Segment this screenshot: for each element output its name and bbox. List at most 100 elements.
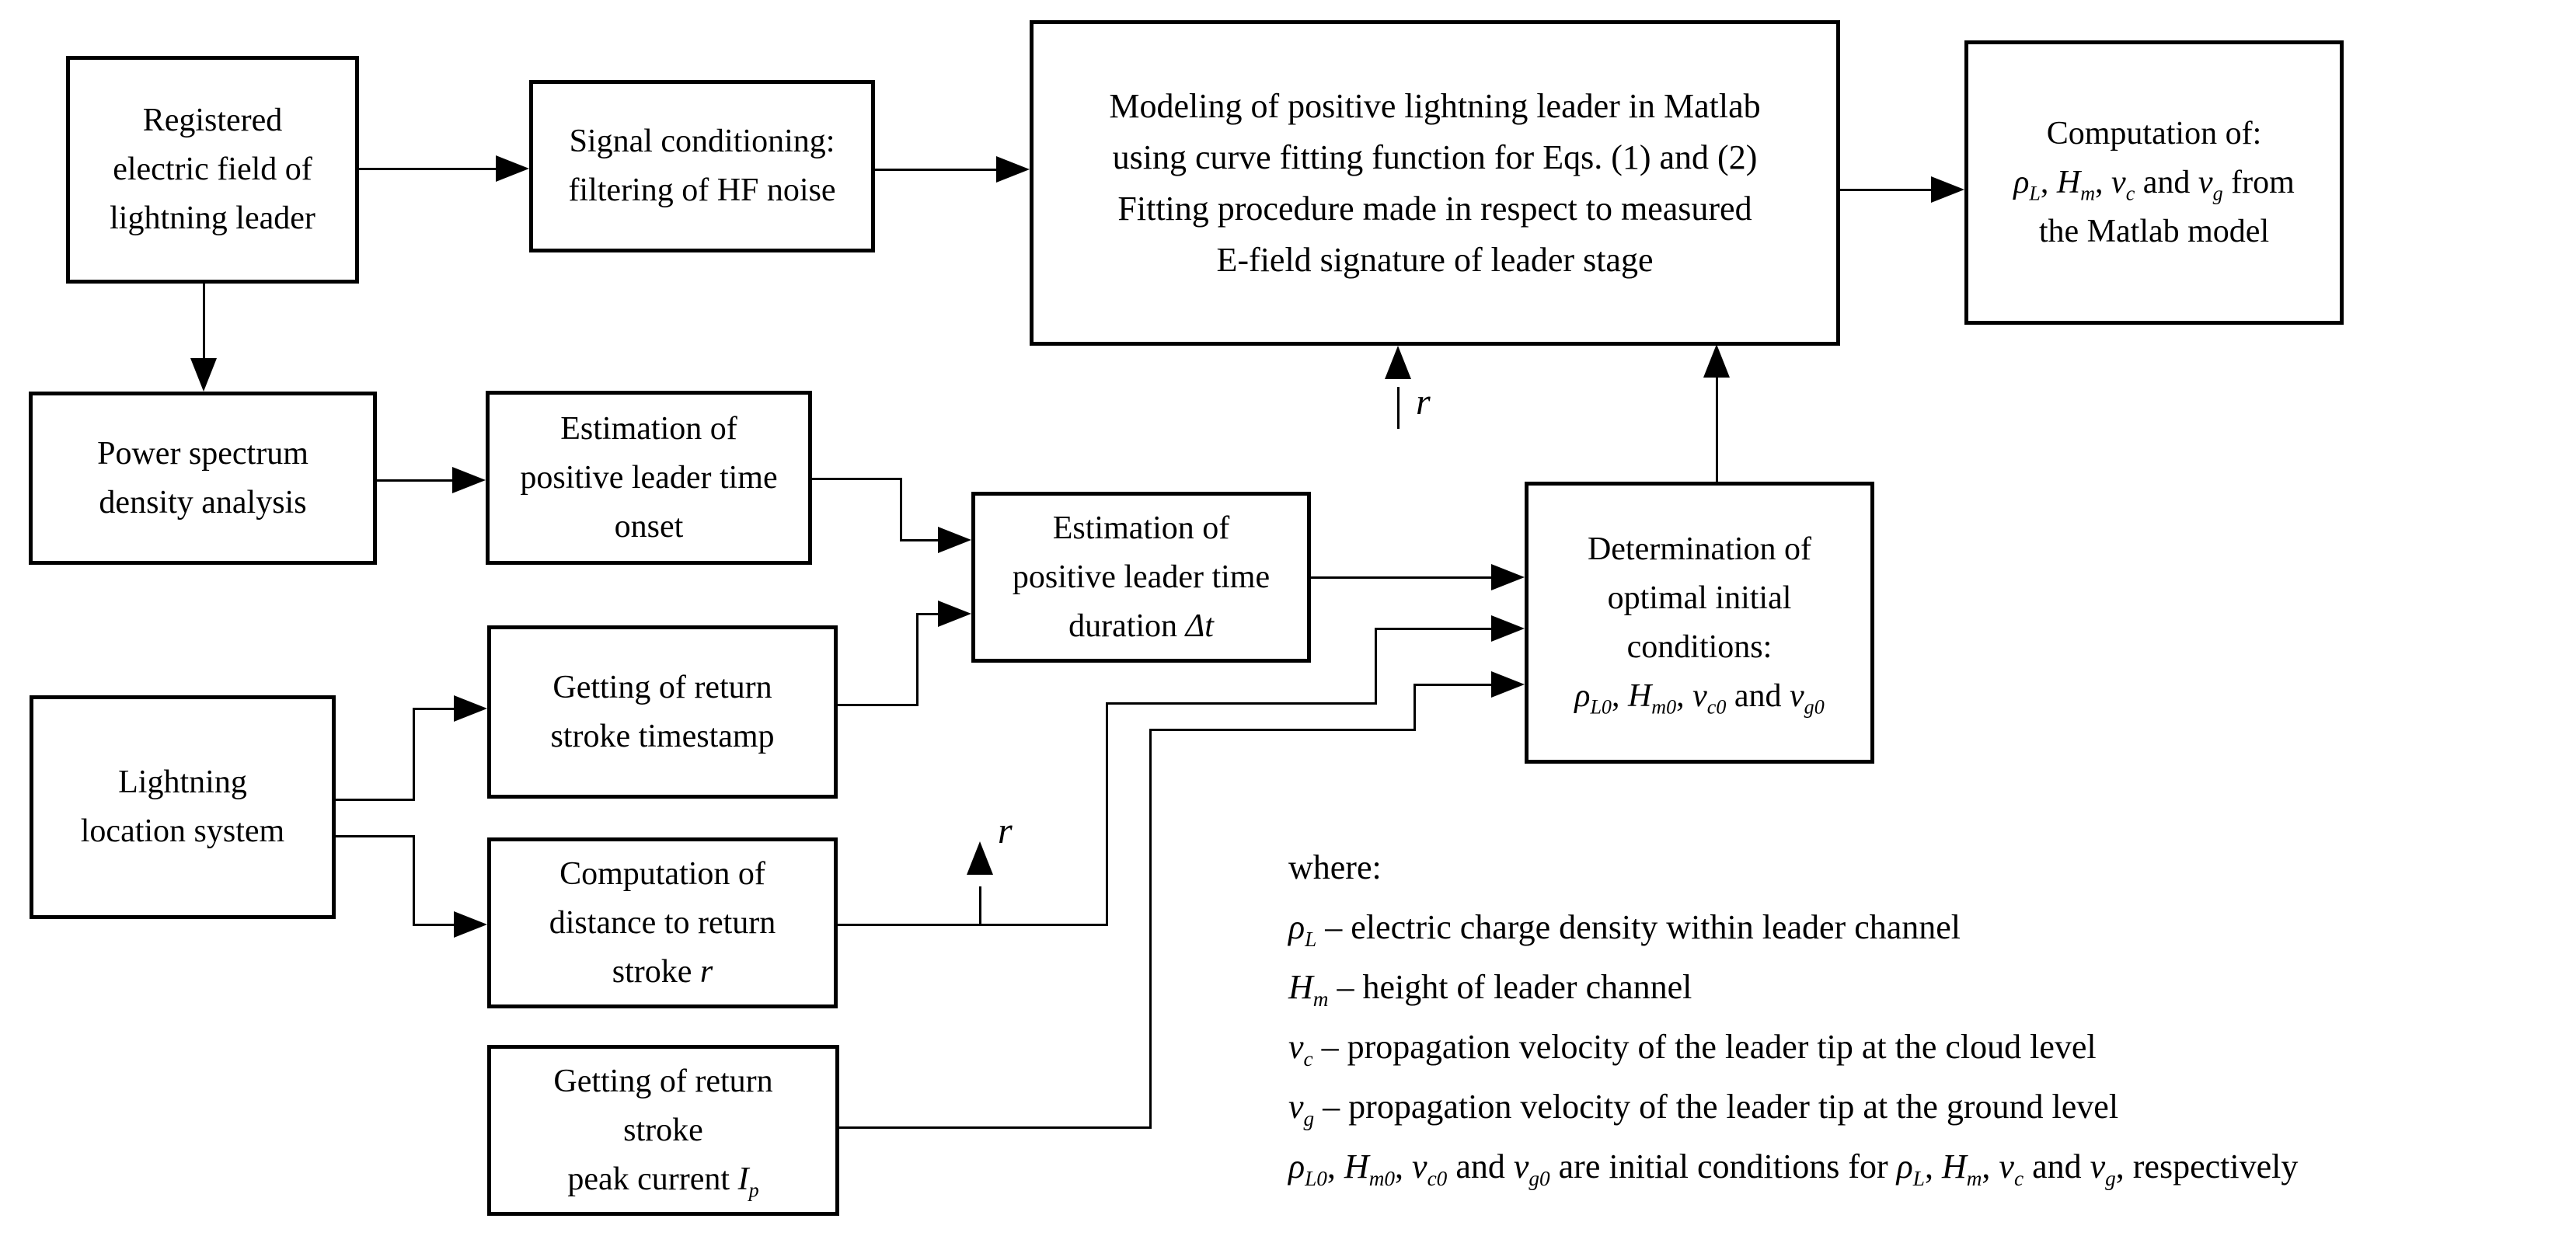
arrowhead-right-icon (938, 527, 971, 553)
arrowhead-down-icon (190, 358, 217, 392)
arrowhead-up-icon (967, 841, 993, 875)
box-text-line: lightning leader (110, 200, 315, 236)
legend-item-h-m: Hm – height of leader channel (1288, 968, 1692, 1011)
arrowhead-right-icon (452, 467, 486, 493)
r-label-top: r (1416, 381, 1431, 423)
arrowhead-up-icon (1385, 346, 1411, 379)
box-text-line: stroke timestamp (550, 718, 775, 754)
connector-peak-to-determination (839, 1126, 1152, 1129)
box-text-line: ρL0, Hm0, vc0 and vg0 (1574, 677, 1825, 718)
connector-lls-to-distance (336, 835, 415, 837)
box-computation-outputs: Computation of: ρL, Hm, vc and vg from t… (1964, 40, 2344, 325)
box-leader-time-duration: Estimation of positive leader time durat… (971, 492, 1311, 663)
box-signal-conditioning: Signal conditioning: filtering of HF noi… (529, 80, 875, 252)
box-text-line: Estimation of (560, 410, 737, 447)
legend-item-rho-l: ρL – electric charge density within lead… (1288, 908, 1961, 951)
box-initial-conditions: Determination of optimal initial conditi… (1525, 482, 1874, 764)
box-return-stroke-timestamp: Getting of return stroke timestamp (487, 625, 838, 799)
connector-lls-to-distance (413, 924, 456, 926)
connector-signal-to-modeling (875, 169, 999, 171)
connector-distance-to-determination (1375, 628, 1377, 705)
legend-item-v-c: vc – propagation velocity of the leader … (1288, 1028, 2097, 1071)
box-text-line: peak current Ip (567, 1161, 759, 1201)
box-text-line: duration Δt (1068, 608, 1214, 644)
box-text-line: Power spectrum (97, 435, 308, 472)
r-output-stub-mid (979, 886, 981, 925)
box-power-spectrum-density: Power spectrum density analysis (29, 392, 377, 565)
box-text-line: stroke r (612, 953, 713, 990)
box-text-line: optimal initial (1607, 580, 1792, 616)
connector-peak-to-determination (1149, 729, 1152, 1129)
r-input-stub-top (1397, 387, 1400, 429)
box-text-line: onset (614, 508, 684, 545)
connector-registered-to-psd (203, 283, 205, 360)
connector-registered-to-signal (357, 168, 501, 170)
box-text-line: electric field of (113, 151, 312, 187)
connector-onset-to-duration (812, 478, 902, 480)
box-text-line: density analysis (99, 484, 307, 521)
box-text-line: ρL, Hm, vc and vg from (2013, 164, 2295, 204)
connector-distance-to-determination (1106, 702, 1108, 926)
arrowhead-right-icon (1491, 615, 1525, 642)
connector-determination-to-modeling (1716, 378, 1718, 482)
connector-duration-to-determination (1311, 576, 1494, 579)
connector-distance-to-determination (1375, 628, 1494, 630)
connector-lls-to-timestamp (413, 708, 456, 710)
connector-onset-to-duration (900, 539, 940, 541)
box-text-line: Getting of return (552, 669, 772, 705)
r-label-mid: r (998, 810, 1013, 851)
box-lightning-location-system: Lightning location system (30, 695, 336, 919)
box-text-line: filtering of HF noise (568, 172, 836, 208)
box-return-stroke-peak-current: Getting of return stroke peak current Ip (487, 1045, 839, 1216)
legend-where: where: (1288, 848, 1382, 886)
box-text-line: distance to return (549, 904, 776, 941)
box-text-line: Registered (142, 103, 283, 138)
box-text-line: Determination of (1587, 531, 1812, 567)
box-text-line: the Matlab model (2038, 213, 2270, 249)
connector-distance-to-determination (838, 924, 1108, 926)
box-text-line: stroke (623, 1112, 703, 1148)
connector-lls-to-distance (413, 835, 415, 926)
connector-lls-to-timestamp (336, 799, 415, 801)
box-matlab-modeling: Modeling of positive lightning leader in… (1030, 20, 1840, 346)
connector-peak-to-determination (1149, 729, 1416, 731)
box-text-line: Signal conditioning: (569, 124, 835, 159)
box-text-line: positive leader time (1012, 559, 1271, 595)
connector-peak-to-determination (1413, 684, 1494, 686)
connector-timestamp-to-duration (838, 704, 919, 706)
connector-modeling-to-computation (1840, 189, 1933, 191)
arrowhead-right-icon (1931, 176, 1964, 203)
box-leader-time-onset: Estimation of positive leader time onset (486, 391, 812, 565)
arrowhead-right-icon (454, 911, 487, 938)
connector-onset-to-duration (900, 478, 902, 541)
box-text-line: Computation of (559, 855, 765, 892)
arrowhead-right-icon (496, 155, 529, 182)
box-text-line: Computation of: (2046, 115, 2262, 151)
box-text-line: E-field signature of leader stage (1216, 240, 1654, 279)
box-distance-to-return-stroke: Computation of distance to return stroke… (487, 837, 838, 1008)
connector-distance-to-determination (1106, 702, 1377, 705)
box-text-line: conditions: (1626, 628, 1773, 665)
connector-timestamp-to-duration (916, 613, 942, 615)
arrowhead-up-icon (1703, 344, 1730, 378)
box-text-line: location system (80, 813, 285, 849)
arrowhead-right-icon (996, 156, 1030, 183)
box-text-line: Fitting procedure made in respect to mea… (1117, 189, 1752, 228)
arrowhead-right-icon (938, 601, 971, 627)
box-text-line: Getting of return (553, 1063, 773, 1099)
legend: where: ρL – electric charge density with… (1288, 837, 2298, 1196)
connector-timestamp-to-duration (916, 613, 919, 706)
legend-item-initial-conditions: ρL0, Hm0, vc0 and vg0 are initial condit… (1288, 1147, 2299, 1190)
arrowhead-right-icon (1491, 564, 1525, 590)
arrowhead-right-icon (454, 695, 487, 722)
box-text-line: using curve fitting function for Eqs. (1… (1112, 138, 1758, 176)
box-text-line: positive leader time (520, 459, 778, 496)
legend-item-v-g: vg – propagation velocity of the leader … (1288, 1088, 2119, 1130)
arrowhead-right-icon (1491, 671, 1525, 698)
connector-peak-to-determination (1413, 684, 1416, 731)
box-text-line: Modeling of positive lightning leader in… (1109, 86, 1761, 125)
box-registered-efield: Registered electric field of lightning l… (66, 56, 359, 284)
box-text-line: Lightning (118, 764, 247, 800)
connector-psd-to-onset (377, 479, 455, 482)
